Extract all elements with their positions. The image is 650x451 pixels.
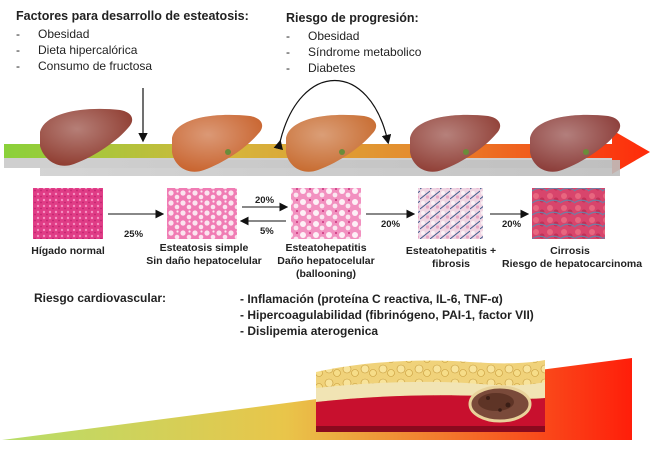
progression-risk-list: -Obesidad -Síndrome metabolico -Diabetes <box>286 28 421 76</box>
cardiovascular-list: - Inflamación (proteína C reactiva, IL-6… <box>240 291 534 339</box>
progression-arc-arrow <box>273 79 392 151</box>
tissue-fibrosis-image <box>418 188 483 239</box>
cardiovascular-item: - Dislipemia aterogenica <box>240 324 379 338</box>
risk-factor-item: -Dieta hipercalórica <box>16 43 138 57</box>
liver-cirrhosis-icon <box>530 114 621 172</box>
liver-normal-icon <box>40 108 133 166</box>
risk-factors-title: Factores para desarrollo de esteatosis: <box>16 9 249 23</box>
progression-risk-item: -Obesidad <box>286 29 360 43</box>
pct-normal-to-steatosis: 25% <box>124 229 144 240</box>
liver-fibrosis-icon <box>410 114 501 172</box>
stage-label-nash: Esteatohepatitis Daño hepatocelular (bal… <box>277 242 375 280</box>
stage-label-steatosis: Esteatosis simple Sin daño hepatocelular <box>146 242 262 267</box>
stage-label-fibrosis: Esteatohepatitis + fibrosis <box>405 245 497 270</box>
tissue-normal-image <box>33 188 103 239</box>
liver-steatosis-icon <box>172 114 263 172</box>
cardiovascular-item: - Inflamación (proteína C reactiva, IL-6… <box>240 292 503 306</box>
progression-risk-block: Riesgo de progresión: -Obesidad -Síndrom… <box>286 11 421 76</box>
pct-steatosis-to-nash: 20% <box>255 195 275 206</box>
risk-factor-item: -Obesidad <box>16 27 90 41</box>
cardiovascular-item: - Hipercoagulabilidad (fibrinógeno, PAI-… <box>240 308 534 322</box>
risk-factors-block: Factores para desarrollo de esteatosis: … <box>16 9 249 74</box>
cardiovascular-title: Riesgo cardiovascular: <box>34 291 167 305</box>
tissue-nash-image <box>291 188 361 239</box>
progression-risk-item: -Síndrome metabolico <box>286 45 422 59</box>
pct-nash-to-steatosis: 5% <box>260 226 274 237</box>
risk-factor-item: -Consumo de fructosa <box>16 59 153 73</box>
pct-nash-to-fibrosis: 20% <box>381 219 401 230</box>
progression-risk-title: Riesgo de progresión: <box>286 11 419 25</box>
stage-label-normal: Hígado normal <box>31 245 105 257</box>
risk-factors-list: -Obesidad -Dieta hipercalórica -Consumo … <box>16 26 249 74</box>
liver-nash-icon <box>286 114 377 172</box>
pct-fibrosis-to-cirrhosis: 20% <box>502 219 522 230</box>
progression-risk-item: -Diabetes <box>286 61 356 75</box>
tissue-steatosis-image <box>167 188 237 239</box>
tissue-cirrhosis-image <box>532 188 605 239</box>
artery-plaque-illustration <box>316 360 545 432</box>
stage-label-cirrhosis: Cirrosis Riesgo de hepatocarcinoma <box>502 245 643 270</box>
